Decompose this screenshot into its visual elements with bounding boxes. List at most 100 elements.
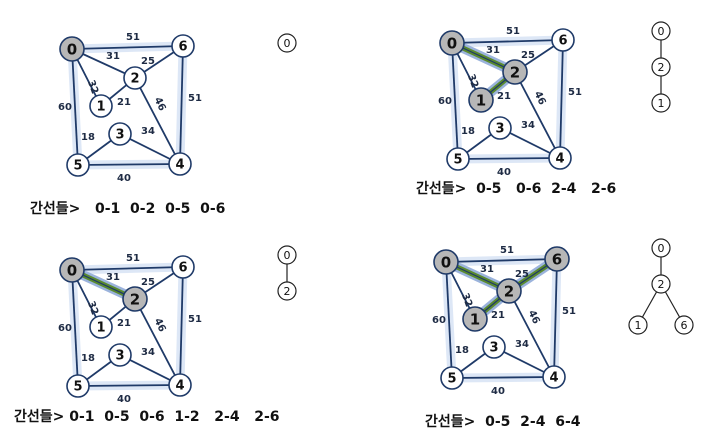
- node-2: 2: [496, 278, 522, 304]
- edge-0-6: [445, 258, 558, 263]
- edge-weight-5-4: 40: [497, 167, 511, 178]
- tree-node-1: [651, 93, 671, 113]
- node-label: 4: [175, 379, 184, 394]
- node-label: 2: [504, 283, 514, 301]
- node-circle: [123, 66, 147, 90]
- node-circle: [496, 278, 522, 304]
- node-circle: [122, 286, 148, 312]
- edge-weight-6-4: 51: [562, 306, 576, 317]
- node-circle: [89, 315, 113, 339]
- edge-weight-0-1: 32: [85, 79, 100, 96]
- node-label: 4: [175, 158, 184, 173]
- edge-list-caption: 간선들> 0-5 2-4 6-4: [425, 413, 581, 430]
- node-circle: [89, 94, 113, 118]
- node-circle: [544, 246, 570, 272]
- node-circle: [108, 343, 132, 367]
- edge-weight-2-4: 46: [526, 309, 542, 326]
- edge-weight-3-4: 34: [141, 347, 155, 358]
- tree-node-0: [651, 21, 671, 41]
- node-5: 5: [446, 147, 470, 171]
- node-circle: [171, 255, 195, 279]
- edge-weight-5-3: 18: [81, 132, 95, 143]
- node-circle: [168, 373, 192, 397]
- edge-weight-6-4: 51: [568, 87, 582, 98]
- tree-node-label: 1: [635, 319, 642, 332]
- edge-5-4: [451, 376, 555, 379]
- edge-6-4: [179, 266, 184, 386]
- tree-node-label: 0: [284, 249, 291, 262]
- edge-weight-6-4: 51: [188, 314, 202, 325]
- node-3: 3: [108, 343, 132, 367]
- mst-tree: 02: [277, 245, 297, 301]
- node-label: 6: [558, 34, 567, 49]
- edge-weight-0-1: 32: [465, 73, 480, 90]
- node-4: 4: [548, 146, 572, 170]
- tree-node-2: [651, 57, 671, 77]
- node-label: 2: [510, 64, 520, 82]
- node-circle: [468, 87, 494, 113]
- node-1: 1: [89, 94, 113, 118]
- node-label: 0: [67, 41, 77, 59]
- edge-weight-2-4: 46: [152, 317, 168, 334]
- node-circle: [66, 374, 90, 398]
- node-circle: [168, 152, 192, 176]
- edge-6-4: [179, 45, 184, 165]
- edge-weight-5-3: 18: [81, 353, 95, 364]
- node-6: 6: [171, 255, 195, 279]
- mst-tree: 0: [277, 33, 297, 53]
- node-label: 5: [73, 159, 82, 174]
- edge-6-4: [553, 258, 558, 378]
- node-circle: [446, 147, 470, 171]
- tree-node-1: [628, 315, 648, 335]
- node-label: 5: [447, 372, 456, 387]
- tree-node-label: 0: [658, 242, 665, 255]
- tree-node-label: 1: [658, 97, 665, 110]
- edge-weight-0-1: 32: [85, 300, 100, 317]
- edge-weight-0-6: 51: [500, 245, 514, 256]
- edge-6-4: [559, 39, 564, 159]
- node-label: 3: [115, 128, 124, 143]
- node-label: 5: [73, 380, 82, 395]
- edge-weight-2-6: 25: [521, 50, 535, 61]
- node-2: 2: [502, 59, 528, 85]
- node-label: 4: [549, 371, 558, 386]
- edge-weight-5-3: 18: [461, 126, 475, 137]
- edge-weight-0-2: 31: [106, 51, 120, 62]
- edge-0-5: [445, 261, 453, 379]
- edge-weight-0-6: 51: [126, 253, 140, 264]
- node-label: 1: [96, 321, 105, 336]
- tree-node-label: 2: [658, 61, 665, 74]
- edge-2-4: [508, 290, 555, 378]
- edge-2-4: [514, 71, 561, 159]
- node-circle: [433, 249, 459, 275]
- node-label: 0: [441, 254, 451, 272]
- edge-weight-1-2: 21: [491, 310, 505, 321]
- node-2: 2: [122, 286, 148, 312]
- edge-weight-2-4: 46: [532, 90, 548, 107]
- node-circle: [482, 335, 506, 359]
- node-0: 0: [59, 257, 85, 283]
- edge-weight-0-2: 31: [106, 272, 120, 283]
- edge-weight-2-6: 25: [141, 277, 155, 288]
- node-circle: [548, 146, 572, 170]
- tree-node-6: [674, 315, 694, 335]
- edge-weight-6-4: 51: [188, 93, 202, 104]
- node-1: 1: [468, 87, 494, 113]
- edge-weight-0-5: 60: [58, 323, 72, 334]
- edge-weight-3-4: 34: [521, 120, 535, 131]
- edge-weight-0-2: 31: [480, 264, 494, 275]
- node-0: 0: [439, 30, 465, 56]
- node-3: 3: [488, 116, 512, 140]
- node-circle: [440, 366, 464, 390]
- edge-weight-0-6: 51: [126, 32, 140, 43]
- node-4: 4: [168, 152, 192, 176]
- node-label: 1: [470, 311, 480, 329]
